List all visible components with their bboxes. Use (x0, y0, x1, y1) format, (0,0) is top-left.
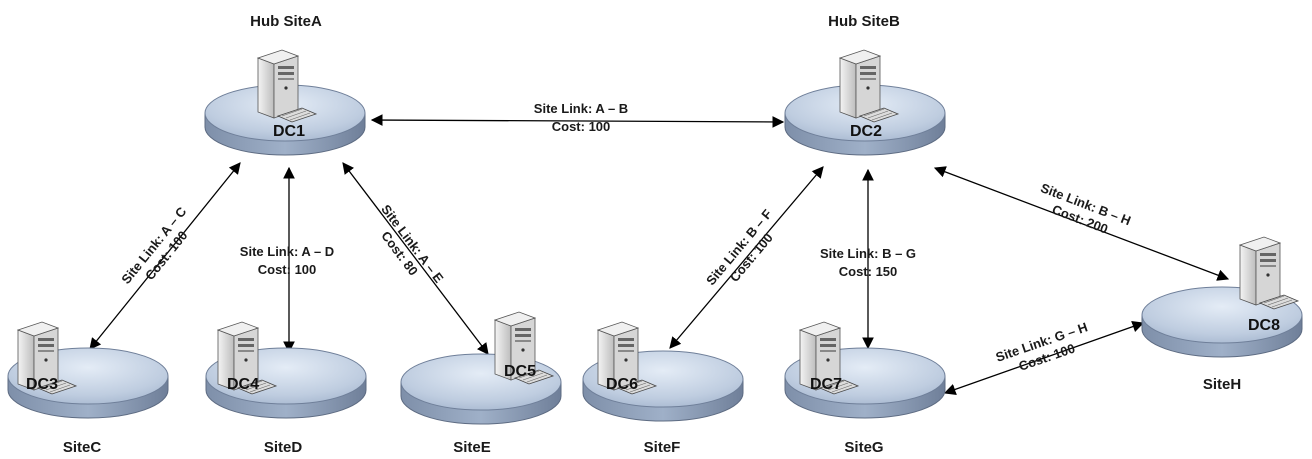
site-label: Hub SiteB (828, 13, 900, 30)
link-label-a-c: Site Link: A – C Cost: 100 (118, 204, 190, 287)
site-e: DC5 SiteE (400, 311, 562, 456)
site-hub-b: Hub SiteB DC2 (784, 13, 946, 156)
dc-label: DC1 (273, 123, 305, 140)
link-cost: Cost: 150 (839, 264, 898, 279)
link-name: Site Link: B – G (820, 246, 916, 261)
link-a-b-line (370, 114, 785, 128)
site-label: SiteD (264, 439, 303, 456)
dc-label: DC5 (504, 363, 536, 380)
link-b-h-line (933, 166, 1230, 281)
link-label-b-f: Site Link: B – F Cost: 100 (703, 206, 776, 288)
link-cost: Cost: 100 (552, 119, 611, 134)
connection-lines (89, 114, 1230, 396)
link-g-h-line (943, 320, 1145, 396)
server-icon (1239, 236, 1299, 310)
site-label: SiteE (453, 439, 491, 456)
link-name: Site Link: A – B (534, 101, 628, 116)
site-g: DC7 SiteG (784, 321, 946, 456)
link-label-a-d: Site Link: A – D Cost: 100 (240, 244, 334, 277)
site-label: SiteH (1203, 376, 1241, 393)
link-a-e-line (342, 162, 489, 355)
site-label: SiteF (644, 439, 681, 456)
dc-label: DC2 (850, 123, 882, 140)
site-f: DC6 SiteF (582, 321, 744, 456)
site-label: SiteC (63, 439, 102, 456)
link-label-b-g: Site Link: B – G Cost: 150 (820, 246, 916, 279)
dc-label: DC6 (606, 376, 638, 393)
site-h: DC8 SiteH (1141, 236, 1303, 393)
site-label: SiteG (844, 439, 883, 456)
link-label-a-e: Site Link: A – E Cost: 80 (378, 202, 447, 286)
site-c: DC3 SiteC (7, 321, 169, 456)
dc-label: DC7 (810, 376, 842, 393)
site-hub-a: Hub SiteA DC1 (204, 13, 366, 156)
link-cost: Cost: 100 (258, 262, 317, 277)
site-disk (400, 353, 562, 425)
link-label-a-b: Site Link: A – B Cost: 100 (534, 101, 628, 134)
link-a-c-line (89, 162, 241, 350)
dc-label: DC8 (1248, 317, 1280, 334)
link-b-f-line (669, 166, 824, 349)
dc-label: DC3 (26, 376, 58, 393)
site-label: Hub SiteA (250, 13, 322, 30)
site-d: DC4 SiteD (205, 321, 367, 456)
link-name: Site Link: A – D (240, 244, 334, 259)
link-label-b-h: Site Link: B – H Cost: 200 (1039, 180, 1133, 237)
dc-label: DC4 (227, 376, 259, 393)
